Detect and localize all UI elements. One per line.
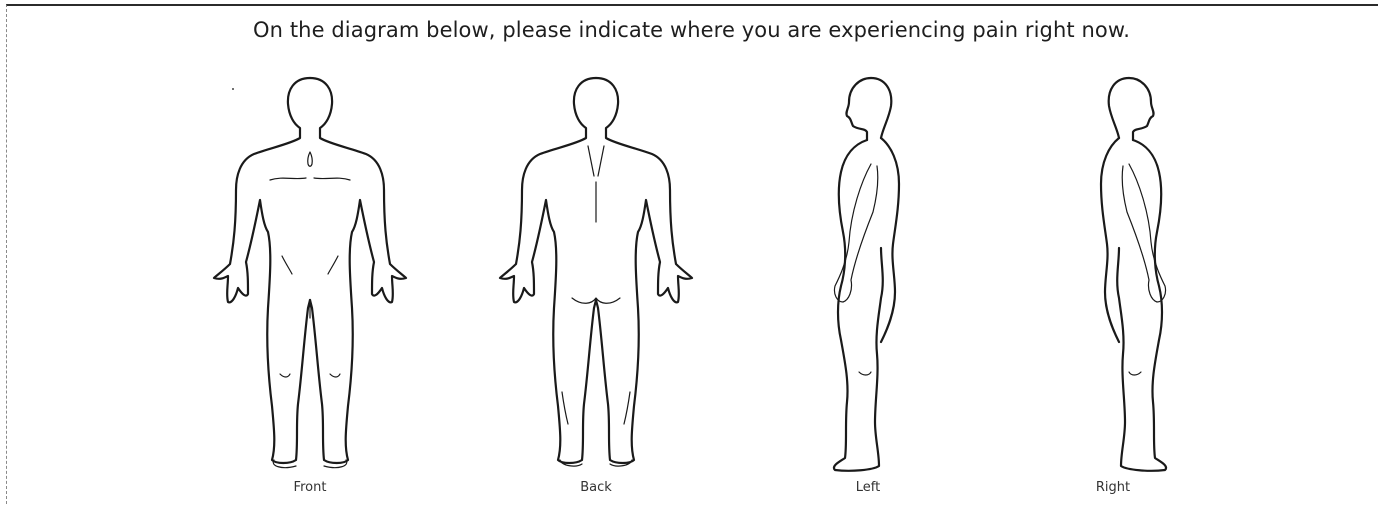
caption-left: Left bbox=[768, 480, 968, 495]
body-diagram-front[interactable] bbox=[210, 72, 410, 472]
body-front-icon bbox=[210, 72, 410, 472]
instruction-text: On the diagram below, please indicate wh… bbox=[0, 18, 1383, 42]
body-diagram-right[interactable] bbox=[1025, 72, 1225, 472]
body-left-side-icon bbox=[775, 72, 975, 472]
caption-back: Back bbox=[496, 480, 696, 495]
body-diagram-back[interactable] bbox=[496, 72, 696, 472]
body-back-icon bbox=[496, 72, 696, 472]
caption-right: Right bbox=[1013, 480, 1213, 495]
body-diagram-left[interactable] bbox=[775, 72, 975, 472]
caption-front: Front bbox=[210, 480, 410, 495]
body-right-side-icon bbox=[1025, 72, 1225, 472]
